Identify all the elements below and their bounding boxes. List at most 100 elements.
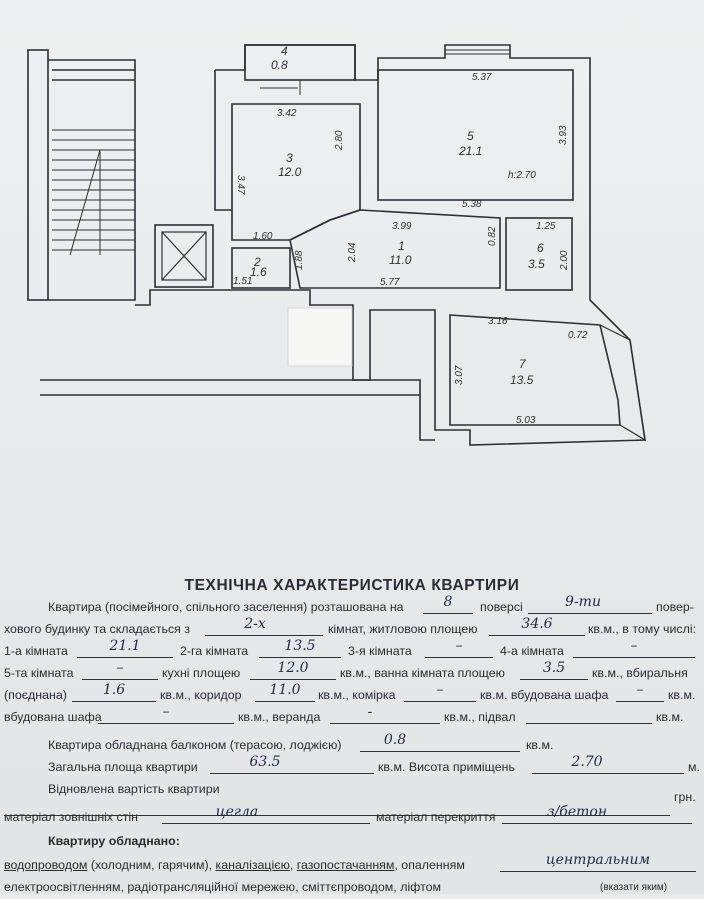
field-height-line — [532, 758, 684, 774]
dim-label: 1.51 — [233, 276, 252, 287]
field-room-1-line — [77, 642, 173, 658]
dim-label: 1.60 — [253, 231, 273, 242]
room-5-number: 5 — [467, 129, 474, 143]
plan-room-1 — [289, 209, 501, 289]
field-room-3: – — [455, 638, 463, 654]
room-2-area: 1.6 — [250, 265, 267, 279]
field-bathroom: 3.5 — [542, 660, 566, 676]
field-closet-2-line — [98, 708, 234, 724]
form-title: ТЕХНІЧНА ХАРАКТЕРИСТИКА КВАРТИРИ — [184, 577, 520, 594]
room-4-area: 0.8 — [271, 58, 288, 72]
room-1-area: 11.0 — [389, 253, 412, 267]
label-ceiling-material: матеріал перекриття — [376, 810, 496, 824]
plan-wall — [214, 70, 232, 211]
label-room-5: 5-та кімната — [4, 666, 74, 680]
equip-gas: газопостачанням — [296, 858, 395, 872]
dim-label: 3.16 — [488, 316, 508, 327]
dim-label: 5.37 — [472, 72, 492, 83]
room-3-area: 12.0 — [278, 165, 302, 179]
dim-label: 2.04 — [347, 242, 358, 263]
room-7-area: 13.5 — [510, 373, 534, 387]
field-pantry: – — [436, 682, 444, 698]
label-currency: грн. — [674, 790, 696, 804]
field-closet: – — [636, 682, 644, 698]
room-1-number: 1 — [398, 239, 405, 253]
label-kitchen: кухні площею — [162, 666, 241, 680]
equip-sewerage: каналізацією — [215, 858, 290, 872]
field-pantry-line — [404, 686, 476, 702]
label-balcony: Квартира обладнана балконом (терасою, ло… — [48, 738, 342, 752]
room-4-number: 4 — [281, 44, 288, 58]
paper-sticker — [287, 307, 353, 367]
field-basement-line — [526, 708, 652, 724]
label-toilet: кв.м., вбиральня — [592, 666, 688, 680]
label-room-2: 2-га кімната — [180, 644, 249, 658]
plan-wall — [135, 44, 646, 446]
field-corridor: 11.0 — [269, 682, 301, 698]
plan-room-2 — [231, 247, 291, 289]
label-veranda: кв.м., веранда — [238, 710, 321, 724]
label-unit: м. — [688, 760, 700, 774]
field-room-2-line — [259, 642, 341, 658]
field-wc-line — [72, 686, 156, 702]
field-room-4-line — [573, 642, 695, 658]
field-balcony-line — [360, 736, 520, 752]
field-value-line — [4, 800, 670, 816]
label-floor-suffix: повер- — [656, 600, 694, 614]
field-heating: центральним — [545, 852, 651, 868]
field-kitchen: 12.0 — [277, 660, 309, 676]
plan-room-4 — [244, 44, 356, 81]
plan-room-5 — [377, 69, 574, 201]
field-walls: цегла — [215, 804, 259, 820]
field-total-floors-line — [528, 598, 652, 614]
field-ceiling-line — [502, 808, 692, 824]
label-unit: кв.м. — [526, 738, 554, 752]
plan-stair-lines — [52, 69, 135, 81]
field-room-2: 13.5 — [284, 638, 316, 654]
equipment-line-2: електроосвітленням, радіотрансляційної м… — [4, 880, 442, 894]
label-ceiling-height: кв.м. Висота приміщень — [378, 760, 515, 774]
dim-label: 3.42 — [277, 108, 297, 119]
label-consists-of: хового будинку та складається з — [4, 622, 191, 636]
label-pantry: кв.м., комірка — [318, 688, 396, 702]
field-wc: 1.6 — [102, 682, 126, 698]
field-room-5: – — [116, 660, 124, 676]
floor-plan: 4 0.8 3 12.0 5 21.1 1 11.0 2 1.6 6 3.5 7… — [27, 44, 646, 446]
label-restored-value: Відновлена вартість квартири — [48, 782, 220, 796]
label-bathroom: кв.м., ванна кімната площею — [340, 666, 505, 680]
label-total-area: Загальна площа квартири — [48, 760, 198, 774]
label-floor: поверсі — [480, 600, 523, 614]
room-7-number: 7 — [519, 357, 527, 371]
label-basement: кв.м., підвал — [444, 710, 516, 724]
dim-label: 5.38 — [462, 199, 482, 210]
dim-label: 1.25 — [536, 221, 556, 232]
field-total-line — [210, 758, 374, 774]
dim-label: 3.93 — [558, 125, 569, 145]
field-living-line — [489, 620, 585, 636]
plan-wall — [27, 49, 49, 301]
field-floor-line — [423, 598, 473, 614]
dim-label: 5.77 — [380, 277, 400, 288]
field-closet-line — [616, 686, 664, 702]
field-room-4: – — [630, 638, 638, 654]
field-walls-line — [162, 808, 370, 824]
field-room-1: 21.1 — [109, 638, 141, 654]
plan-lift — [154, 224, 214, 288]
dim-label: 3.47 — [235, 175, 246, 195]
dim-label: 3.99 — [392, 221, 412, 232]
label-corridor: кв.м., коридор — [160, 688, 242, 702]
dim-label: 2.80 — [334, 130, 345, 151]
room-6-area: 3.5 — [528, 257, 545, 271]
field-height: 2.70 — [571, 754, 603, 770]
field-corridor-line — [255, 686, 315, 702]
label-unit: кв.м. — [656, 710, 684, 724]
plan-stair-steps — [52, 129, 135, 256]
field-kitchen-line — [250, 664, 336, 680]
label-wall-material: матеріал зовнішніх стін — [4, 810, 139, 824]
field-veranda: - — [367, 704, 373, 720]
dim-label: 0.72 — [568, 330, 588, 341]
dim-label: 5.03 — [516, 415, 536, 426]
plan-room-7 — [449, 314, 621, 426]
label-combined: (поєднана) — [4, 688, 67, 702]
